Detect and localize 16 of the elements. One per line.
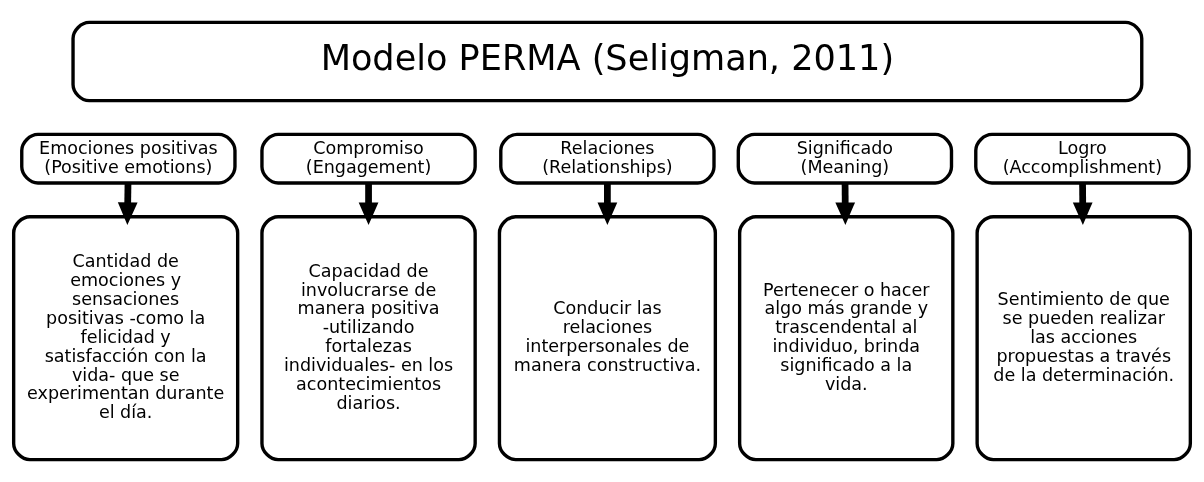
node-box: Sentimiento de que se pueden realizar las acciones propuestas a través de la determinación. [975,215,1193,462]
node-box: Conducir las relaciones interpersonales de manera constructiva. [497,215,718,462]
node-box: Significado (Meaning) [736,132,954,185]
node-box: Pertenecer o hacer algo más grande y trascendental al individuo, brinda significado a la vida. [737,215,955,462]
arrow [358,183,379,226]
node-box: Compromiso (Engagement) [260,132,477,185]
node-box: Capacidad de involucrarse de manera positiva -utilizando fortalezas individuales- en los acontecimientos diarios. [260,215,477,462]
node-box: Logro (Accomplishment) [974,132,1191,185]
arrow [1072,183,1093,226]
arrow [835,183,856,226]
node-box: Cantidad de emociones y sensaciones positivas -como la felicidad y satisfacción con la vida- que se experimentan durante el día. [11,215,240,462]
node-box: Modelo PERMA (Seligman, 2011) [71,20,1144,103]
node-box: Emociones positivas (Positive emotions) [20,132,237,185]
arrow [597,183,618,226]
arrow [117,183,138,226]
node-box: Relaciones (Relationships) [499,132,716,185]
